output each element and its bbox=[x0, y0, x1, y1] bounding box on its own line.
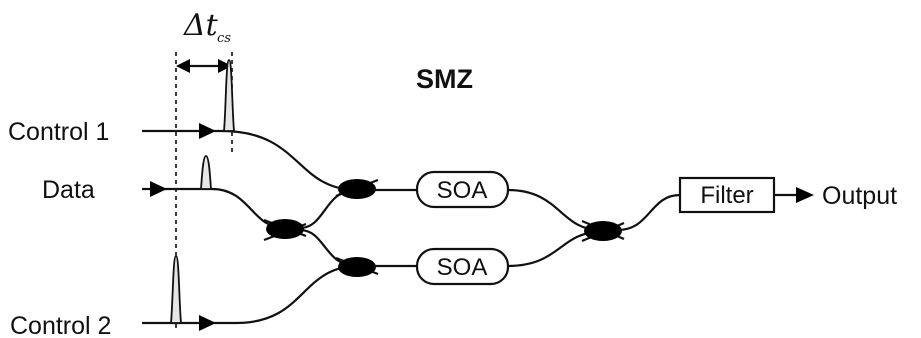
delay-measure-arrow bbox=[176, 59, 232, 73]
upper-soa: SOA bbox=[415, 170, 510, 209]
control1-label: Control 1 bbox=[8, 118, 109, 146]
output-label: Output bbox=[822, 182, 897, 210]
upper-soa-label: SOA bbox=[437, 177, 488, 204]
control2-label: Control 2 bbox=[10, 312, 111, 338]
data-pulse bbox=[200, 155, 212, 190]
lower-arm-to-combiner bbox=[507, 230, 601, 268]
filter-box: Filter bbox=[678, 176, 776, 214]
delay-subscript: cs bbox=[217, 31, 231, 46]
data-label: Data bbox=[42, 176, 95, 204]
output-arrow bbox=[774, 187, 814, 203]
control1-pulse bbox=[223, 59, 235, 132]
delay-label: Δt cs bbox=[183, 8, 231, 46]
lower-soa-label: SOA bbox=[437, 254, 488, 281]
lower-arm-coupler bbox=[335, 256, 417, 277]
data-input bbox=[142, 181, 285, 230]
control1-input bbox=[142, 123, 356, 192]
filter-label: Filter bbox=[700, 182, 753, 209]
lower-soa: SOA bbox=[415, 247, 510, 286]
control2-arrow bbox=[199, 315, 216, 331]
input-splitter bbox=[263, 188, 357, 268]
diagram-title: SMZ bbox=[416, 64, 473, 94]
delay-symbol: Δt bbox=[183, 8, 219, 43]
control2-pulse bbox=[170, 255, 182, 324]
upper-arm-coupler bbox=[335, 178, 417, 199]
output-combiner bbox=[581, 193, 681, 243]
input-coupler bbox=[266, 219, 304, 239]
control1-arrow bbox=[199, 123, 216, 139]
data-arrow bbox=[150, 181, 167, 197]
upper-arm-to-combiner bbox=[507, 188, 601, 232]
